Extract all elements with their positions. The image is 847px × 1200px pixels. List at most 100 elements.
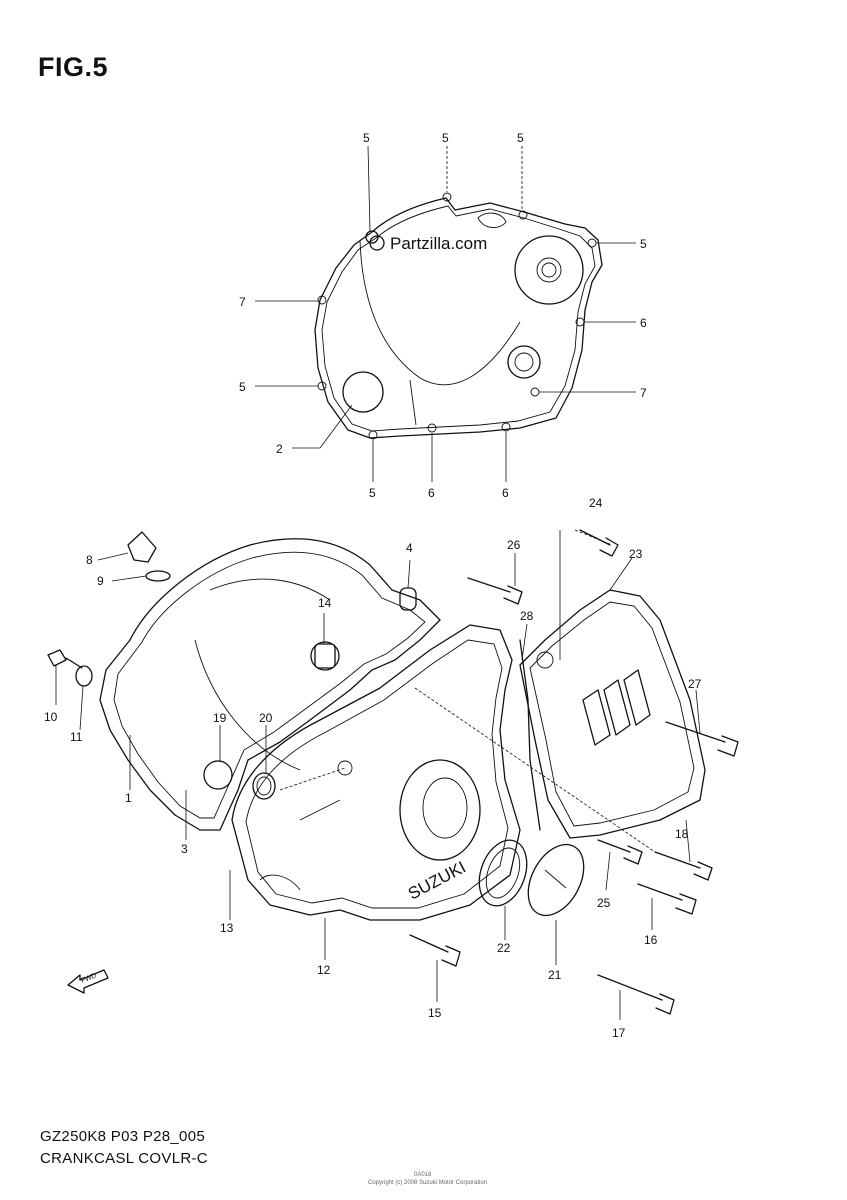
suzuki-logo: SUZUKI <box>405 857 469 903</box>
bolt-hole <box>501 422 511 432</box>
callout-20: 20 <box>259 711 273 725</box>
callout-5: 5 <box>442 131 449 145</box>
callout-27: 27 <box>688 677 702 691</box>
tiny-copyright: Copyright (c) 2008 Suzuki Motor Corporat… <box>368 1180 488 1186</box>
callout-19: 19 <box>213 711 227 725</box>
bolt-hole <box>365 230 379 244</box>
callout-26: 26 <box>507 538 521 552</box>
callout-7: 7 <box>640 386 647 400</box>
callout-11: 11 <box>70 730 83 744</box>
callout-17: 17 <box>612 1026 626 1040</box>
generator-cover-hole-inner <box>422 777 468 839</box>
tiny-ref-code: 0A018 <box>414 1172 432 1178</box>
callout-23: 23 <box>629 547 643 561</box>
o-ring-20 <box>252 772 276 800</box>
cover-1-ribs <box>194 578 331 771</box>
callout-15: 15 <box>428 1006 442 1020</box>
bolt-16 <box>637 883 697 915</box>
washer-9 <box>145 570 171 582</box>
callout-18: 18 <box>675 827 689 841</box>
callout-12: 12 <box>317 963 331 977</box>
bolt-hole <box>368 430 378 440</box>
bolt-10 <box>47 649 83 669</box>
generator-cover-12-inner <box>245 639 509 909</box>
callout-5: 5 <box>363 131 370 145</box>
callout-9: 9 <box>97 574 104 588</box>
cover-23-vent <box>582 689 611 746</box>
bolt-24 <box>579 529 619 557</box>
callout-22: 22 <box>497 941 511 955</box>
dowel-pin-14-body <box>314 643 336 669</box>
lower-leader-lines <box>55 529 701 1020</box>
cover-inner-contour <box>359 239 521 386</box>
footer-drawing-code: GZ250K8 P03 P28_005 <box>40 1128 205 1145</box>
bolt-hole <box>530 387 540 397</box>
callout-1: 1 <box>125 791 132 805</box>
lower-assembly-drawing: SUZUKI FWD <box>47 529 739 1015</box>
callout-24: 24 <box>589 496 603 510</box>
bolt-hole <box>518 210 528 220</box>
upper-leader-lines <box>255 145 636 482</box>
cover-boss-large <box>514 235 584 305</box>
callout-labels: 5 5 5 5 7 6 5 7 2 5 6 6 24 8 4 26 23 9 1… <box>44 131 702 1040</box>
cap-19 <box>203 760 233 790</box>
callout-4: 4 <box>406 541 413 555</box>
callout-5: 5 <box>369 486 376 500</box>
crankcase-cover-1-outline <box>99 538 441 831</box>
bolt-hole <box>442 192 452 202</box>
gasket-22 <box>478 839 528 907</box>
callout-8: 8 <box>86 553 93 567</box>
callout-6: 6 <box>640 316 647 330</box>
callout-10: 10 <box>44 710 58 724</box>
callout-5: 5 <box>517 131 524 145</box>
bolt-hole <box>587 238 597 248</box>
oil-plug-hole <box>342 371 384 413</box>
figure-title: FIG.5 <box>38 52 109 82</box>
washer-11 <box>75 665 93 687</box>
bolt-26 <box>467 577 523 605</box>
bolt-15 <box>409 934 461 967</box>
o-ring-20-inner <box>256 776 272 796</box>
callout-7: 7 <box>239 295 246 309</box>
crankcase-cover-1-inner <box>113 551 426 819</box>
cap-21-slot <box>544 869 567 889</box>
dowel-pin-14 <box>310 641 340 671</box>
bolt-25 <box>597 839 643 865</box>
registered-circle-icon <box>369 235 385 251</box>
generator-cover-bolt <box>337 760 353 776</box>
callout-25: 25 <box>597 896 611 910</box>
bolt-hole <box>427 423 437 433</box>
gasket-22-inner <box>485 847 521 899</box>
callout-5: 5 <box>239 380 246 394</box>
callout-16: 16 <box>644 933 658 947</box>
cover-boss-hole <box>541 262 557 278</box>
clutch-cover-outline <box>314 197 603 439</box>
callout-6: 6 <box>502 486 509 500</box>
callout-3: 3 <box>181 842 188 856</box>
generator-cover-details <box>259 799 341 891</box>
cover-small-boss <box>507 345 541 379</box>
watermark-text: Partzilla.com <box>390 234 487 253</box>
callout-28: 28 <box>520 609 534 623</box>
callout-13: 13 <box>220 921 234 935</box>
breather-8 <box>127 531 157 563</box>
bolt-hole <box>317 295 327 305</box>
cover-small-boss-inner <box>514 352 534 372</box>
bolt-18 <box>654 851 713 881</box>
cover-23-vent <box>623 669 651 726</box>
callout-21: 21 <box>548 968 562 982</box>
callout-14: 14 <box>318 596 332 610</box>
generator-cover-hole <box>399 759 481 861</box>
bolt-17 <box>597 974 675 1015</box>
cover-23-vent <box>603 679 631 736</box>
clutch-cover-inner-edge <box>321 205 596 432</box>
footer-drawing-name: CRANKCASL COVLR-C <box>40 1150 208 1167</box>
bolt-27 <box>665 721 739 757</box>
partzilla-watermark: Partzilla.com <box>369 234 487 253</box>
generator-cover-12-outline <box>231 624 521 921</box>
upper-cover-drawing <box>314 192 603 440</box>
cover-23-bolt-hole <box>536 651 554 669</box>
cover-top-pocket <box>477 212 507 228</box>
gasket-28-strip <box>519 639 541 831</box>
